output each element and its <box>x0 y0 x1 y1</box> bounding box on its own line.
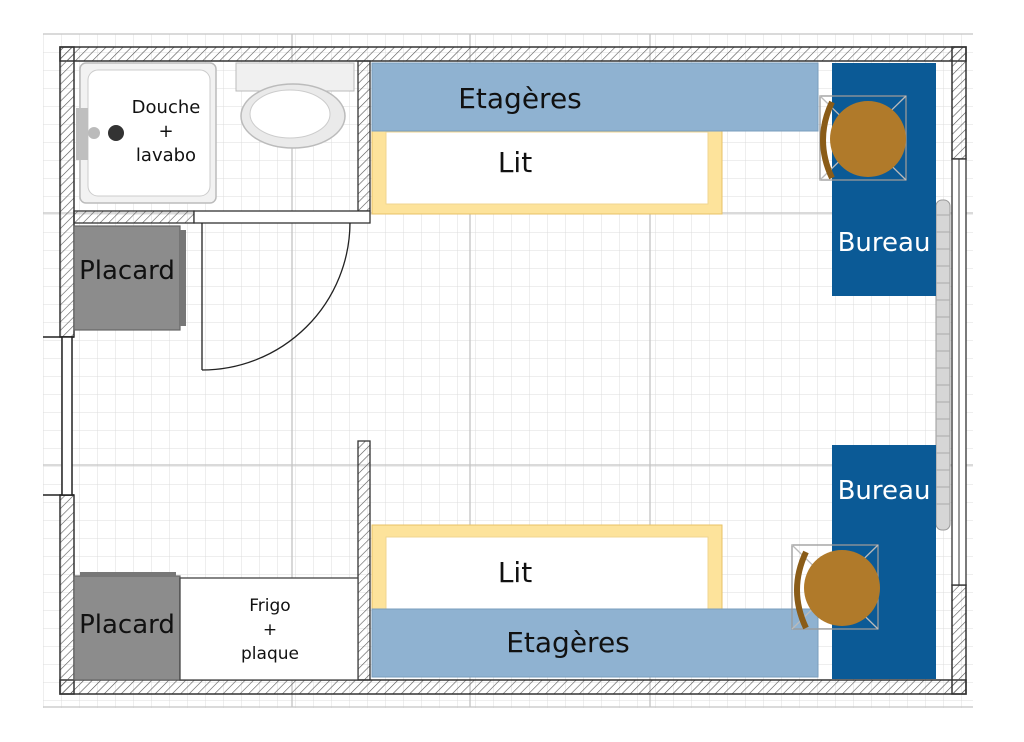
outer-walls <box>59 46 967 695</box>
fridge-stove-label: Frigo + plaque <box>220 594 320 666</box>
bed-top <box>371 129 723 215</box>
fridge-stove-line-1: Frigo <box>249 596 291 616</box>
shelves-bottom-label: Etagères <box>506 626 630 659</box>
closet-top-label: Placard <box>79 256 175 286</box>
sink <box>235 62 355 149</box>
closet-top <box>73 225 186 331</box>
chair-bottom <box>791 544 880 630</box>
shower <box>76 62 217 204</box>
bed-bottom-label: Lit <box>497 556 533 589</box>
shelves-top-label: Etagères <box>458 82 582 115</box>
closet-bottom <box>73 572 181 681</box>
desk-bottom-label: Bureau <box>837 476 931 506</box>
bed-top-label: Lit <box>497 146 533 179</box>
shelves-top <box>371 62 819 132</box>
desk-top-label: Bureau <box>837 228 931 258</box>
entrance-door <box>43 336 74 496</box>
fridge-stove <box>179 577 359 681</box>
shower-sink-line-1: Douche <box>131 97 201 118</box>
interior-walls <box>73 60 371 681</box>
shower-sink-label: Douche + lavabo <box>118 96 214 168</box>
shower-sink-line-3: lavabo <box>135 145 197 166</box>
radiator <box>935 199 951 531</box>
fridge-stove-line-2: + <box>262 620 278 640</box>
bed-bottom <box>371 524 723 610</box>
shower-sink-line-2: + <box>158 121 174 142</box>
window-right <box>951 158 967 586</box>
fridge-stove-line-3: plaque <box>241 644 299 664</box>
shelves-bottom <box>371 608 819 678</box>
closet-bottom-label: Placard <box>79 610 175 640</box>
bathroom-door <box>201 222 351 371</box>
chair-top <box>819 95 907 181</box>
